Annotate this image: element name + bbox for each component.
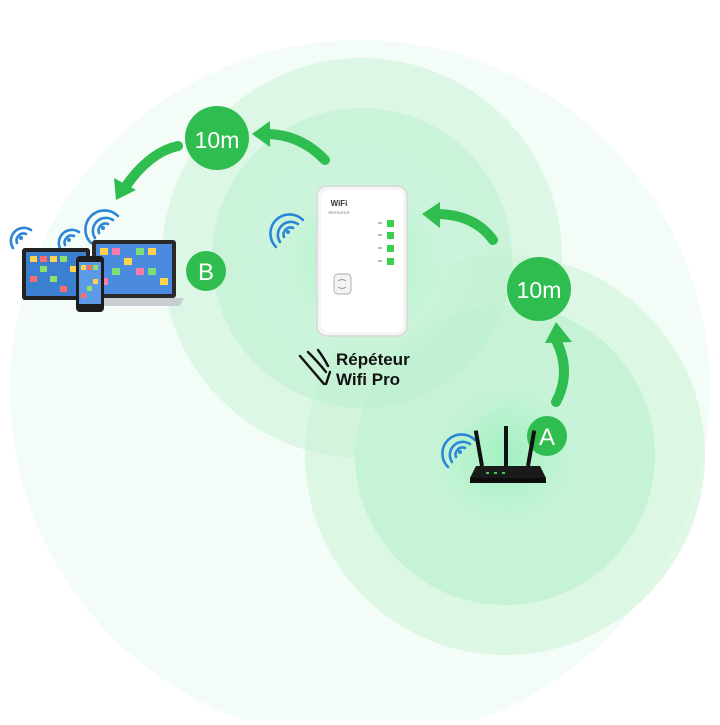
brand-logo-icon	[298, 348, 332, 386]
arrow-heads	[114, 121, 572, 343]
router-antenna	[504, 426, 508, 466]
brand-line-1: Répéteur	[336, 350, 410, 369]
curved-arrow	[261, 129, 330, 165]
curved-arrow-head	[545, 322, 572, 343]
curved-arrow-head	[252, 121, 270, 147]
point-b-badge: B	[186, 251, 226, 291]
curved-arrow	[121, 141, 183, 191]
router-antenna	[526, 430, 537, 467]
led	[387, 220, 394, 227]
status-leds	[387, 220, 394, 265]
wifi-icon	[57, 228, 81, 252]
wps-button	[333, 273, 352, 295]
repeater-badge: WiFi	[331, 199, 348, 208]
wifi-icon	[441, 433, 477, 469]
point-a-badge: A	[527, 416, 567, 456]
wifi-icon	[9, 226, 33, 250]
point-label-b: B	[198, 259, 214, 286]
brand-line-2: Wifi Pro	[336, 370, 400, 389]
curved-arrow	[431, 209, 498, 245]
curved-arrow-head	[114, 178, 136, 200]
wifi-icon	[84, 209, 120, 245]
curved-arrow-head	[422, 202, 440, 228]
led	[387, 232, 394, 239]
smartphone	[76, 256, 104, 312]
wifi-repeater: WiFi REPEATER	[316, 185, 408, 337]
point-label-a: A	[539, 424, 555, 451]
distance-label: 10m	[517, 277, 562, 303]
distance-badge-right: 10m	[507, 257, 571, 321]
led	[387, 245, 394, 252]
distance-label: 10m	[195, 127, 240, 153]
router	[470, 426, 546, 483]
tablet	[22, 248, 90, 300]
distance-badge-top: 10m	[185, 106, 249, 170]
repeater-sub-label: REPEATER	[328, 210, 349, 215]
wifi-icon	[269, 213, 305, 249]
brand-logo: Répéteur Wifi Pro	[298, 348, 410, 389]
curved-arrow	[551, 335, 569, 407]
client-devices	[22, 240, 184, 312]
flow-arrows	[121, 129, 569, 407]
led	[387, 258, 394, 265]
router-antenna	[473, 430, 484, 467]
